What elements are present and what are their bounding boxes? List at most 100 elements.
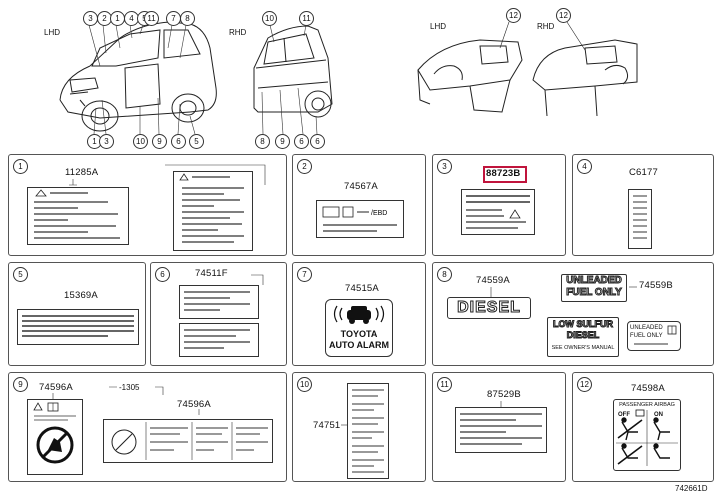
- callout-10-rhd: 10: [262, 11, 277, 26]
- part-code-a: 74596A: [39, 382, 73, 393]
- part-code-b: 74559B: [639, 280, 673, 291]
- callout-9-rhd: 9: [275, 134, 290, 149]
- low-sulfur-diesel-text: DIESEL: [566, 330, 600, 341]
- panel-number: 11: [437, 377, 452, 392]
- diagram-id: 742661D: [675, 484, 708, 493]
- car-alarm-icon: [333, 305, 385, 324]
- callout-6-rhd-a: 6: [294, 134, 309, 149]
- callout-6-rhd-b: 6: [310, 134, 325, 149]
- panel-number: 4: [577, 159, 592, 174]
- callout-7: 7: [166, 11, 181, 26]
- part-code: 87529B: [487, 389, 521, 400]
- passenger-airbag-label: PASSENGER AIRBAG OFF ON: [613, 399, 681, 471]
- label-74751: [347, 383, 389, 479]
- diesel-label: DIESEL: [447, 297, 531, 319]
- off-text: OFF: [618, 412, 630, 418]
- label-74567a: /EBD: [316, 200, 404, 238]
- panel-12: 12 74598A PASSENGER AIRBAG OFF ON: [572, 372, 714, 482]
- label-c6177: [628, 189, 652, 249]
- low-sulfur-label: LOW SULFUR DIESEL SEE OWNER'S MANUAL: [547, 317, 619, 357]
- unleaded-text: UNLEADED: [566, 275, 623, 287]
- callout-6-bottom: 6: [171, 134, 186, 149]
- panel-10: 10 74751: [292, 372, 426, 482]
- panel-number: 6: [155, 267, 170, 282]
- callout-11: 11: [144, 11, 159, 26]
- alarm-text-2: AUTO ALARM: [329, 340, 389, 350]
- airbag-title: PASSENGER AIRBAG: [619, 402, 675, 408]
- part-code: 15369A: [64, 290, 98, 301]
- label-15369a: [17, 309, 139, 345]
- airbag-warning-strip: [103, 419, 273, 463]
- label-87529b: [455, 407, 547, 453]
- callout-5-bottom: 5: [189, 134, 204, 149]
- fuel-only-text: FUEL ONLY: [566, 287, 623, 299]
- callout-11-rhd: 11: [299, 11, 314, 26]
- panel-9: 9 74596A -1305 74596A: [8, 372, 287, 482]
- car-illustration-rhd: [253, 24, 333, 135]
- part-code: 88723B: [486, 168, 521, 179]
- panel-number: 9: [13, 377, 28, 392]
- panel-5: 5 15369A: [8, 262, 146, 366]
- unleaded-small-label: UNLEADED FUEL ONLY: [627, 321, 681, 351]
- part-code: C6177: [629, 167, 658, 178]
- auto-alarm-label: TOYOTA AUTO ALARM: [325, 299, 393, 357]
- part-code: 74511F: [195, 268, 228, 279]
- panel-11: 11 87529B: [432, 372, 566, 482]
- callout-12-lhd: 12: [506, 8, 521, 23]
- callout-12-rhd: 12: [556, 8, 571, 23]
- lhd-label-dash: LHD: [430, 22, 447, 31]
- lhd-label-car: LHD: [44, 28, 61, 37]
- fuel-book-icon: [634, 325, 677, 345]
- svg-text:/EBD: /EBD: [371, 210, 387, 217]
- panel-number: 5: [13, 267, 28, 282]
- label-74511f-top: [179, 285, 259, 319]
- panel-7: 7 74515A TOYOTA AUTO ALARM: [292, 262, 426, 366]
- car-illustration-lhd: [59, 21, 217, 135]
- part-code: 74567A: [344, 181, 378, 192]
- callout-3: 3: [83, 11, 98, 26]
- callout-9-bottom: 9: [152, 134, 167, 149]
- diesel-text: DIESEL: [457, 299, 521, 317]
- fuel-only-small-text: FUEL ONLY: [630, 333, 663, 339]
- low-sulfur-text: LOW SULFUR: [553, 319, 614, 330]
- callout-3-bottom: 3: [99, 134, 114, 149]
- alarm-text-1: TOYOTA: [340, 329, 378, 339]
- panel-6: 6 74511F: [150, 262, 287, 366]
- warning-label-large: [27, 187, 129, 245]
- panel-1: 1 11285A: [8, 154, 287, 256]
- note-text: -1305: [119, 383, 140, 392]
- part-code-a: 74559A: [476, 275, 510, 286]
- warning-label-tall: [173, 171, 253, 251]
- on-text: ON: [654, 412, 663, 418]
- panel-number: 2: [297, 159, 312, 174]
- rhd-label-dash: RHD: [537, 22, 555, 31]
- panel-number: 7: [297, 267, 312, 282]
- panel-2: 2 74567A /EBD: [292, 154, 426, 256]
- label-74511f-bottom: [179, 323, 259, 357]
- panel-number: 10: [297, 377, 312, 392]
- part-code: 74751: [313, 420, 341, 431]
- part-code: 11285A: [65, 167, 99, 178]
- part-code-b: 74596A: [177, 399, 211, 410]
- label-88723b: [461, 189, 535, 235]
- callout-10-bottom: 10: [133, 134, 148, 149]
- unleaded-small-text: UNLEADED: [630, 325, 663, 331]
- panel-number: 3: [437, 159, 452, 174]
- callout-1: 1: [110, 11, 125, 26]
- dashboard-illustration-lhd: [417, 21, 523, 113]
- leader-line: [490, 286, 637, 297]
- airbag-warning-label: [27, 399, 83, 475]
- part-code: 74598A: [631, 383, 665, 394]
- panel-number: 8: [437, 267, 452, 282]
- leader-lines: [52, 386, 200, 415]
- highlight-box: [483, 166, 527, 183]
- panel-number: 1: [13, 159, 28, 174]
- leader-line: [251, 274, 264, 285]
- see-manual-text: SEE OWNER'S MANUAL: [551, 345, 615, 351]
- leader-line: [500, 401, 502, 407]
- panel-3: 3 88723B: [432, 154, 566, 256]
- panel-4: 4 C6177: [572, 154, 714, 256]
- leader-line: [69, 164, 266, 186]
- unleaded-label: UNLEADED FUEL ONLY: [561, 274, 627, 302]
- panel-number: 12: [577, 377, 592, 392]
